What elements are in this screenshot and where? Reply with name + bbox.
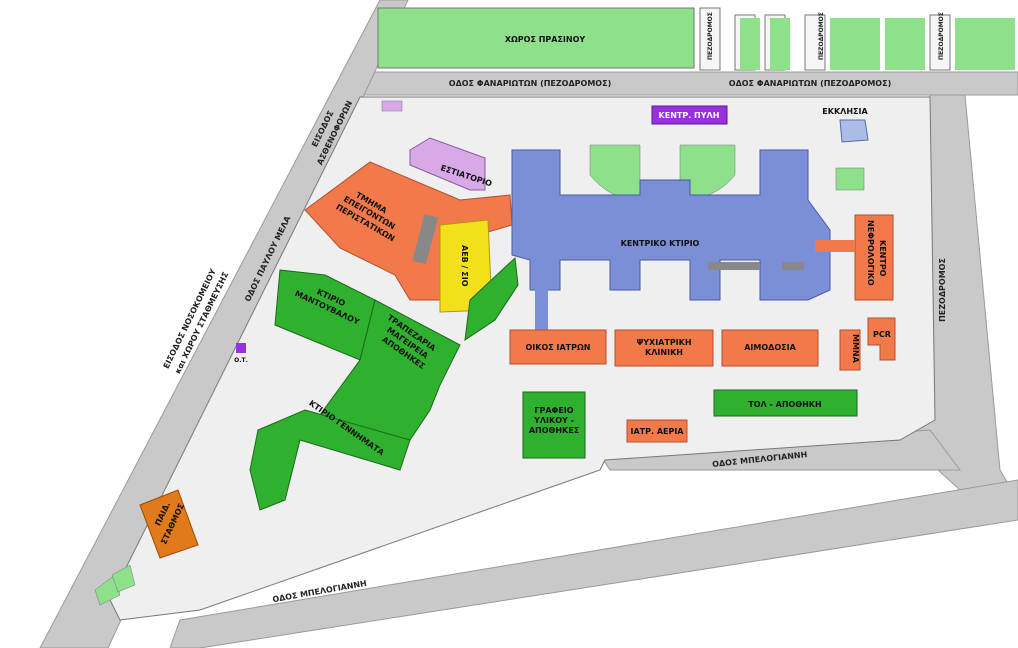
green-patch-corner-1 <box>94 574 121 606</box>
label-main-gate: ΚΕΝΤΡ. ΠΥΛΗ <box>659 111 720 120</box>
main-gate <box>651 105 728 125</box>
label-pezodromos-right: ΠΕΖΟΔΡΟΜΟΣ <box>938 258 947 322</box>
green-plot-2 <box>740 18 760 70</box>
green-space <box>377 7 695 69</box>
green-patch-small-2 <box>381 100 403 112</box>
green-plot-5 <box>885 18 925 70</box>
label-road-fanarioton-right: ΟΔΟΣ ΦΑΝΑΡΙΩΤΩΝ (ΠΕΖΟΔΡΟΜΟΣ) <box>729 79 891 88</box>
central-building-insert-2 <box>782 262 804 270</box>
label-blood-donation: ΑΙΜΟΔΟΣΙΑ <box>744 343 796 352</box>
label-psych-2: ΚΛΙΝΙΚΗ <box>645 348 683 357</box>
plot-5 <box>929 14 951 71</box>
green-patch-small <box>835 167 865 191</box>
label-ot: Ο.Τ. <box>234 357 248 364</box>
label-supplies-3: ΑΠΟΘΗΚΕΣ <box>529 426 579 435</box>
green-plot-4 <box>830 18 880 70</box>
nephrology-center <box>854 214 894 301</box>
label-mmna: ΜΜΝΑ <box>851 334 860 364</box>
plot-4 <box>804 14 826 71</box>
pcr-building <box>867 317 896 361</box>
restaurant-building <box>409 137 486 191</box>
green-patch-corner-2 <box>111 564 136 593</box>
ot-marker <box>236 343 246 353</box>
label-supplies-1: ΓΡΑΦΕΙΟ <box>534 406 573 415</box>
label-tol: ΤΟΛ - ΑΠΟΘΗΚΗ <box>748 400 821 409</box>
central-building-connector <box>535 255 548 335</box>
label-medical-gases: ΙΑΤΡ. ΑΕΡΙΑ <box>631 427 685 436</box>
road-mpelogianni <box>169 479 1018 648</box>
emergency-roof-detail <box>412 214 439 265</box>
label-supplies-2: ΥΛΙΚΟΥ - <box>533 416 574 425</box>
doctors-house <box>509 329 607 365</box>
label-central: ΚΕΝΤΡΙΚΟ ΚΤΙΡΙΟ <box>621 239 700 248</box>
label-pezodromos-1: ΠΕΖΟΔΡΟΜΟΣ <box>707 12 714 60</box>
label-psych-1: ΨΥΧΙΑΤΡΙΚΗ <box>636 338 691 347</box>
label-nephro-2: ΚΕΝΤΡΟ <box>878 240 887 277</box>
label-green-space: ΧΩΡΟΣ ΠΡΑΣΙΝΟΥ <box>505 35 586 44</box>
inner-green-patches <box>94 100 865 606</box>
supplies-office <box>522 391 586 459</box>
central-building-insert-1 <box>708 262 760 270</box>
green-corridor <box>464 256 519 342</box>
psychiatric-clinic <box>614 329 714 367</box>
plot-1 <box>699 7 721 71</box>
label-pcr: PCR <box>873 330 891 339</box>
label-pezodromos-2: ΠΕΖΟΔΡΟΜΟΣ <box>818 12 825 60</box>
kindergarten <box>139 489 199 559</box>
label-road-fanarioton-left: ΟΔΟΣ ΦΑΝΑΡΙΩΤΩΝ (ΠΕΖΟΔΡΟΜΟΣ) <box>449 79 611 88</box>
church <box>839 119 869 143</box>
label-aev: ΑΕΒ / ΣΙΟ <box>460 245 469 287</box>
blood-donation <box>721 329 819 367</box>
green-plot-6 <box>955 18 1015 70</box>
label-doctors-house: ΟΙΚΟΣ ΙΑΤΡΩΝ <box>525 343 590 352</box>
nephrology-connector <box>815 240 855 252</box>
label-nephro-1: ΝΕΦΡΟΛΟΓΙΚΟ <box>866 220 875 286</box>
label-pezodromos-3: ΠΕΖΟΔΡΟΜΟΣ <box>938 12 945 60</box>
green-plot-3 <box>770 18 790 70</box>
tol-warehouse <box>713 389 858 417</box>
road-pavlou-mela <box>39 0 409 648</box>
label-church: ΕΚΚΛΗΣΙΑ <box>822 107 868 116</box>
central-building <box>511 149 831 301</box>
green-buildings <box>249 256 858 511</box>
medical-gases <box>626 419 688 443</box>
mmna-building <box>839 329 861 371</box>
gennimata-building <box>249 409 411 511</box>
